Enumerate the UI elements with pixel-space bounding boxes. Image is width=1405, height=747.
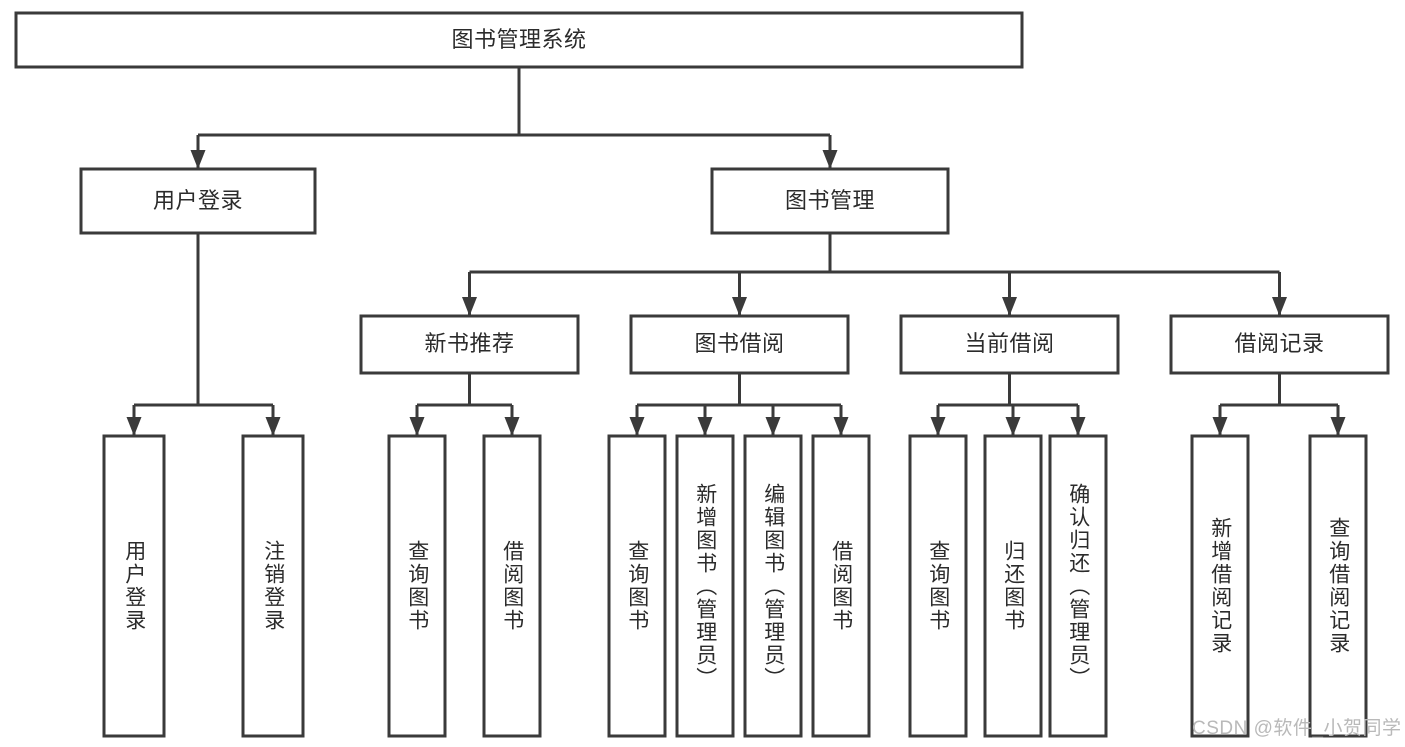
node-box-leaf-cb-query[interactable]	[908, 434, 968, 738]
node-box-leaf-user-logout[interactable]	[241, 434, 305, 738]
edges-layer	[126, 67, 1346, 436]
node-box-root[interactable]	[14, 11, 1024, 69]
arrow-head-icon	[1005, 417, 1021, 436]
node-box-l1-book-manage[interactable]	[710, 167, 950, 235]
arrow-head-icon	[462, 297, 477, 316]
node-box-l2-new-book[interactable]	[359, 314, 580, 375]
arrow-head-icon	[822, 150, 838, 169]
arrow-head-icon	[1212, 417, 1228, 436]
arrow-head-icon	[409, 417, 425, 436]
node-box-leaf-bb-add[interactable]	[675, 434, 735, 738]
arrow-head-icon	[930, 417, 946, 436]
arrow-head-icon	[1330, 417, 1346, 436]
arrow-head-icon	[504, 417, 520, 436]
arrow-head-icon	[1070, 417, 1086, 436]
arrow-head-icon	[190, 150, 206, 169]
node-box-leaf-rc-query[interactable]	[1308, 434, 1368, 738]
arrow-head-icon	[697, 417, 713, 436]
node-box-leaf-rc-add[interactable]	[1190, 434, 1250, 738]
node-box-l2-current[interactable]	[899, 314, 1120, 375]
arrow-head-icon	[1002, 297, 1017, 316]
node-box-leaf-user-login[interactable]	[102, 434, 166, 738]
node-box-l1-user-login[interactable]	[79, 167, 317, 235]
node-box-leaf-nb-query[interactable]	[387, 434, 447, 738]
node-box-leaf-bb-borrow[interactable]	[811, 434, 871, 738]
arrow-head-icon	[1272, 297, 1287, 316]
node-box-leaf-bb-edit[interactable]	[743, 434, 803, 738]
node-box-leaf-nb-borrow[interactable]	[482, 434, 542, 738]
arrow-head-icon	[765, 417, 781, 436]
node-box-leaf-cb-return[interactable]	[983, 434, 1043, 738]
watermark-text: CSDN @软件_小贺同学	[1192, 718, 1402, 739]
node-box-leaf-cb-confirm[interactable]	[1048, 434, 1108, 738]
arrow-head-icon	[732, 297, 747, 316]
arrow-head-icon	[833, 417, 849, 436]
arrow-head-icon	[265, 417, 281, 436]
boxes-layer	[14, 11, 1390, 738]
node-box-l2-record[interactable]	[1169, 314, 1390, 375]
arrow-head-icon	[629, 417, 645, 436]
node-box-l2-borrow[interactable]	[629, 314, 850, 375]
arrow-head-icon	[126, 417, 142, 436]
node-box-leaf-bb-query[interactable]	[607, 434, 667, 738]
